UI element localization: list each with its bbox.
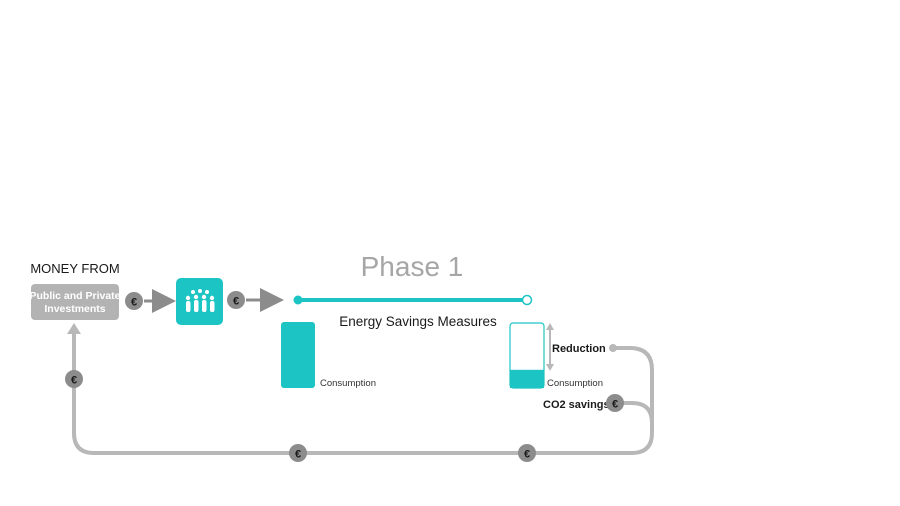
euro-coin-loop-right	[518, 444, 536, 462]
source-box-label-line2: Investments	[44, 303, 105, 315]
euro-symbol-co2: €	[612, 399, 618, 411]
return-loop-path	[72, 330, 654, 455]
reduction-arrow	[546, 323, 554, 371]
euro-coin-loop-middle	[289, 444, 307, 462]
measures-label: Energy Savings Measures	[339, 314, 497, 329]
source-box	[31, 284, 119, 320]
reduction-loop-start-dot	[609, 344, 617, 352]
euro-coin-loop-left	[65, 370, 83, 388]
co2-branch-path	[612, 401, 654, 425]
phase-start-dot	[293, 295, 303, 305]
euro-symbol-loop-middle: €	[295, 449, 301, 461]
euro-symbol-loop-right: €	[524, 449, 530, 461]
co2-savings-label: CO2 savings	[543, 399, 610, 411]
consumption-before-label: Consumption	[320, 378, 376, 389]
money-from-label: MONEY FROM	[30, 261, 119, 276]
return-arrowhead	[67, 323, 81, 334]
euro-coin-2	[227, 291, 245, 309]
people-group-icon	[176, 278, 223, 325]
consumption-after-fill	[510, 369, 544, 388]
euro-coin-co2	[606, 394, 624, 412]
reduction-label: Reduction	[552, 343, 606, 355]
consumption-before-bar	[281, 322, 315, 388]
source-box-label-line1: Public and Private	[29, 290, 120, 302]
phase-end-dot	[521, 294, 533, 306]
phase-title: Phase 1	[361, 251, 464, 282]
people-figures	[185, 289, 215, 312]
consumption-after-label: Consumption	[547, 378, 603, 389]
euro-symbol-loop-left: €	[71, 375, 77, 387]
euro-symbol-2: €	[233, 296, 239, 308]
euro-symbol-1: €	[131, 297, 137, 309]
euro-coin-1	[125, 292, 143, 310]
